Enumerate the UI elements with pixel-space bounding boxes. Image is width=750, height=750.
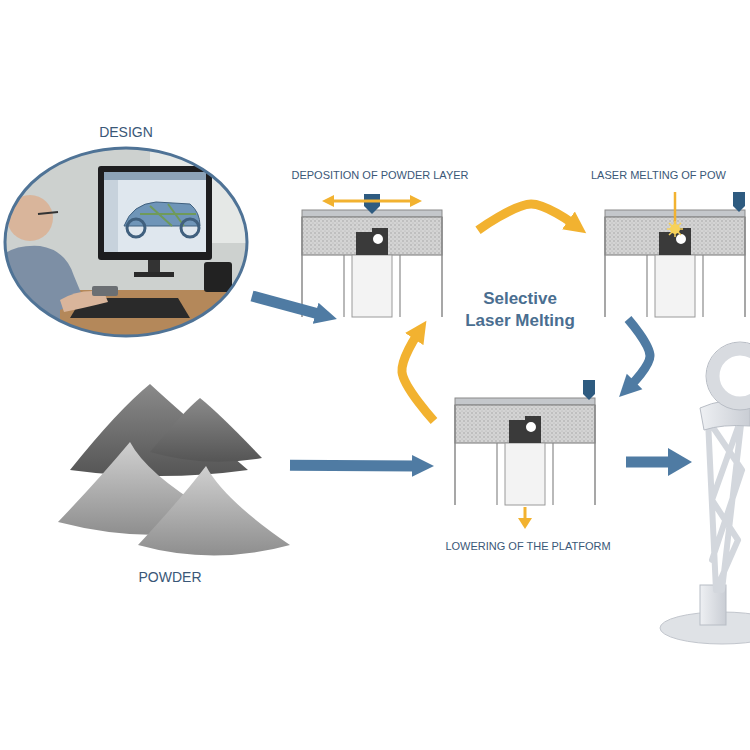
part-ring	[713, 349, 750, 403]
laser-beam	[674, 192, 677, 226]
flow-arrow	[252, 296, 320, 314]
process-step: LOWERING OF THE PLATFORM	[434, 376, 622, 556]
photo-frame	[5, 148, 247, 336]
process-step: DEPOSITION OF POWDER LAYER	[282, 166, 478, 319]
car-wheel	[127, 219, 145, 237]
glasses	[38, 212, 58, 214]
step-caption: LASER MELTING OF POW	[591, 169, 726, 182]
flow-arrow	[290, 460, 416, 472]
material-panel: POWDER	[50, 375, 290, 590]
slm-machine	[605, 192, 745, 317]
machine-body	[455, 398, 595, 505]
slm-machine	[455, 380, 595, 529]
arrow-head	[518, 518, 532, 529]
powder-piles	[58, 384, 290, 556]
design-photo	[0, 140, 260, 350]
lattice-struts	[708, 416, 742, 590]
flow-arrow	[402, 336, 434, 421]
flow-arrow	[478, 204, 572, 230]
powder-pile	[138, 466, 290, 556]
car-frame	[124, 202, 200, 226]
powder-pile	[150, 398, 262, 462]
design-panel: DESIGN	[0, 120, 252, 340]
car-struts	[140, 204, 196, 226]
monitor-stand	[148, 260, 160, 274]
panel-heading: DESIGN	[99, 124, 153, 141]
output-arrow	[626, 448, 692, 476]
toolbar	[104, 172, 206, 180]
flow-arrow	[628, 319, 650, 384]
machine-body	[302, 210, 442, 317]
laser-head	[733, 192, 745, 212]
ring-edge	[706, 342, 750, 410]
laser-head	[583, 380, 595, 400]
monitor-base	[134, 272, 174, 277]
motion-arrow	[332, 200, 412, 203]
office-wall	[0, 140, 260, 350]
printed-part	[660, 342, 750, 644]
arrow-head	[410, 195, 422, 207]
monitor-screen	[104, 172, 206, 252]
side-panel	[104, 180, 118, 252]
step-caption: LOWERING OF THE PLATFORM	[445, 540, 610, 553]
arrow-head	[322, 195, 334, 207]
held-part	[92, 286, 118, 296]
process-title: Selective Laser Melting	[462, 288, 578, 332]
person-head	[7, 195, 53, 241]
monitor	[98, 166, 212, 260]
step-caption: DEPOSITION OF POWDER LAYER	[291, 169, 468, 182]
machine-body	[605, 210, 745, 317]
panel-heading: POWDER	[139, 569, 202, 586]
desk-phone	[204, 262, 232, 292]
process-step: LASER MELTING OF POW	[588, 166, 748, 319]
arrow-head	[668, 448, 692, 476]
slm-machine	[302, 194, 442, 317]
recoater	[364, 194, 380, 214]
arrow-shaft	[626, 457, 670, 468]
car-wheel	[181, 219, 199, 237]
melt-spark	[667, 221, 683, 237]
